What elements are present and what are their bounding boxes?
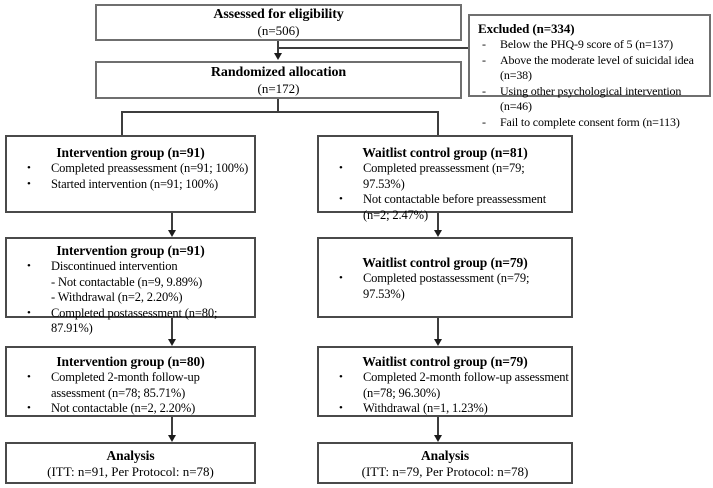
assessed-n: (n=506) <box>257 23 300 38</box>
arrowhead-left-analysis <box>168 435 176 442</box>
assessed-title: Assessed for eligibility <box>213 7 344 22</box>
list-item: • Started intervention (n=91; 100%) <box>7 177 254 193</box>
intervention-box-1: Intervention group (n=91) • Completed pr… <box>5 135 256 213</box>
bullet-icon: • <box>27 177 31 190</box>
bullet-icon: • <box>27 371 31 383</box>
connector-right-3-analysis <box>437 417 439 436</box>
waitlist-box-3-title: Waitlist control group (n=79) <box>362 354 528 369</box>
list-item: • Completed postassessment (n=79; 97.53%… <box>319 271 571 302</box>
list-item-text: Completed postassessment (n=79; 97.53%) <box>363 271 530 301</box>
waitlist-box-3: Waitlist control group (n=79) • Complete… <box>317 346 573 417</box>
randomized-box: Randomized allocation (n=172) <box>95 61 462 99</box>
intervention-analysis-box: Analysis (ITT: n=91, Per Protocol: n=78) <box>5 442 256 484</box>
bullet-icon: • <box>339 162 343 174</box>
arrowhead-right-1-2 <box>434 230 442 237</box>
list-item-text: Not contactable (n=2, 2.20%) <box>51 401 196 415</box>
arrowhead-into-randomized <box>274 53 282 60</box>
excluded-item-text: Using other psychological intervention (… <box>500 83 682 114</box>
waitlist-box-2-title: Waitlist control group (n=79) <box>362 255 528 270</box>
list-item: • Completed 2-month follow-up assessment… <box>7 370 254 401</box>
intervention-box-1-title: Intervention group (n=91) <box>56 145 205 160</box>
list-item-text: Discontinued intervention <box>51 259 178 273</box>
branch-line <box>121 111 439 113</box>
list-item-text: Completed 2-month follow-up assessment (… <box>363 370 569 400</box>
connector-left-3-analysis <box>171 417 173 436</box>
bullet-icon: • <box>339 193 343 205</box>
bullet-icon: • <box>339 371 343 383</box>
intervention-box-3: Intervention group (n=80) • Completed 2-… <box>5 346 256 417</box>
waitlist-box-1: Waitlist control group (n=81) • Complete… <box>317 135 573 222</box>
connector-right-2-3 <box>437 318 439 340</box>
intervention-analysis-detail: (ITT: n=91, Per Protocol: n=78) <box>47 463 214 479</box>
list-item: • Completed postassessment (n=80; 87.91%… <box>7 306 254 337</box>
connector-left-2-3 <box>171 318 173 340</box>
excluded-item: - Above the moderate level of suicidal i… <box>478 53 705 84</box>
bullet-icon: • <box>27 306 31 319</box>
excluded-item-text: Fail to complete consent form (n=113) <box>500 114 680 129</box>
excluded-item: - Fail to complete consent form (n=113) <box>478 115 705 131</box>
list-item-text: Completed postassessment (n=80; 87.91%) <box>51 305 218 336</box>
excluded-item-text: Below the PHQ-9 score of 5 (n=137) <box>500 37 673 51</box>
dash-marker: - <box>482 52 486 67</box>
connector-right-1-2 <box>437 213 439 231</box>
waitlist-analysis-detail: (ITT: n=79, Per Protocol: n=78) <box>361 463 529 479</box>
bullet-icon: • <box>27 402 31 414</box>
excluded-item: - Using other psychological intervention… <box>478 84 705 115</box>
dash-marker: - <box>482 37 486 51</box>
bullet-icon: • <box>27 260 31 272</box>
randomized-title: Randomized allocation <box>210 64 347 80</box>
bullet-icon: • <box>339 402 343 414</box>
intervention-box-3-title: Intervention group (n=80) <box>56 354 205 369</box>
connector-left-1-2 <box>171 213 173 231</box>
list-item: • Withdrawal (n=1, 1.23%) <box>319 401 571 417</box>
list-item: • Not contactable before preassessment (… <box>319 192 571 223</box>
waitlist-box-2: Waitlist control group (n=79) • Complete… <box>317 237 573 318</box>
dash-marker: - <box>482 114 486 129</box>
waitlist-analysis-title: Analysis <box>421 447 469 463</box>
excluded-item: - Below the PHQ-9 score of 5 (n=137) <box>478 37 705 53</box>
list-item-text: Withdrawal (n=1, 1.23%) <box>363 401 488 415</box>
list-item-text: Started intervention (n=91; 100%) <box>51 176 218 191</box>
list-item: • Completed preassessment (n=79; 97.53%) <box>319 161 571 192</box>
randomized-n: (n=172) <box>257 80 300 96</box>
connector-randomized-down <box>277 99 279 112</box>
intervention-box-2: Intervention group (n=91) • Discontinued… <box>5 237 256 335</box>
connector-to-excluded <box>278 47 468 49</box>
branch-drop-left <box>121 111 123 135</box>
intervention-analysis-title: Analysis <box>106 447 155 463</box>
arrowhead-right-2-3 <box>434 339 442 346</box>
excluded-item-text: Above the moderate level of suicidal ide… <box>500 52 694 83</box>
arrowhead-left-2-3 <box>168 339 176 346</box>
list-item: • Not contactable (n=2, 2.20%) <box>7 401 254 417</box>
arrowhead-left-1-2 <box>168 230 176 237</box>
waitlist-box-1-title: Waitlist control group (n=81) <box>362 145 528 160</box>
arrowhead-right-analysis <box>434 435 442 442</box>
dash-marker: - <box>482 83 486 98</box>
list-item-text: Not contactable before preassessment (n=… <box>363 192 547 222</box>
branch-drop-right <box>437 111 439 135</box>
list-item-text: Completed preassessment (n=79; 97.53%) <box>363 161 525 191</box>
list-item-text: Completed preassessment (n=91; 100%) <box>51 161 249 175</box>
sub-list-item: - Not contactable (n=9, 9.89%) <box>51 274 203 289</box>
bullet-icon: • <box>339 272 343 284</box>
sub-list-item: - Withdrawal (n=2, 2.20%) <box>51 290 183 304</box>
waitlist-analysis-box: Analysis (ITT: n=79, Per Protocol: n=78) <box>317 442 573 484</box>
list-item: • Completed 2-month follow-up assessment… <box>319 370 571 401</box>
bullet-icon: • <box>27 162 31 174</box>
intervention-box-2-title: Intervention group (n=91) <box>56 243 205 258</box>
excluded-title: Excluded (n=334) <box>478 21 575 36</box>
excluded-box: Excluded (n=334) - Below the PHQ-9 score… <box>468 14 711 129</box>
list-item: • Completed preassessment (n=91; 100%) <box>7 161 254 177</box>
list-item-text: Completed 2-month follow-up assessment (… <box>51 370 200 400</box>
assessed-box: Assessed for eligibility (n=506) <box>95 4 462 41</box>
list-item: • Discontinued intervention <box>7 259 254 275</box>
